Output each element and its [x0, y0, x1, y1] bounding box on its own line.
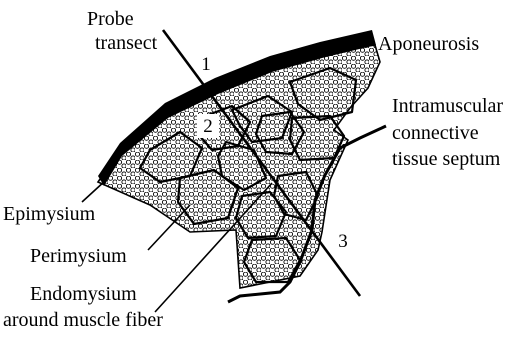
probe-label-line1: Probe	[87, 8, 134, 30]
epimysium-label: Epimysium	[3, 203, 96, 225]
epimysium-leader	[82, 180, 106, 202]
endomysium-label-line1: Endomysium	[30, 283, 137, 305]
septum-label-line2: connective	[392, 122, 479, 144]
septum-label-line1: Intramuscular	[392, 95, 503, 117]
septum-label-line3: tissue septum	[392, 148, 501, 170]
aponeurosis-label: Aponeurosis	[378, 33, 479, 55]
point-3-label: 3	[338, 231, 348, 252]
probe-label-line2: transect	[95, 32, 158, 54]
point-1-label: 1	[201, 54, 211, 75]
point-2-label: 2	[203, 116, 213, 137]
perimysium-label: Perimysium	[30, 245, 127, 267]
endomysium-label-line2: around muscle fiber	[3, 309, 163, 331]
